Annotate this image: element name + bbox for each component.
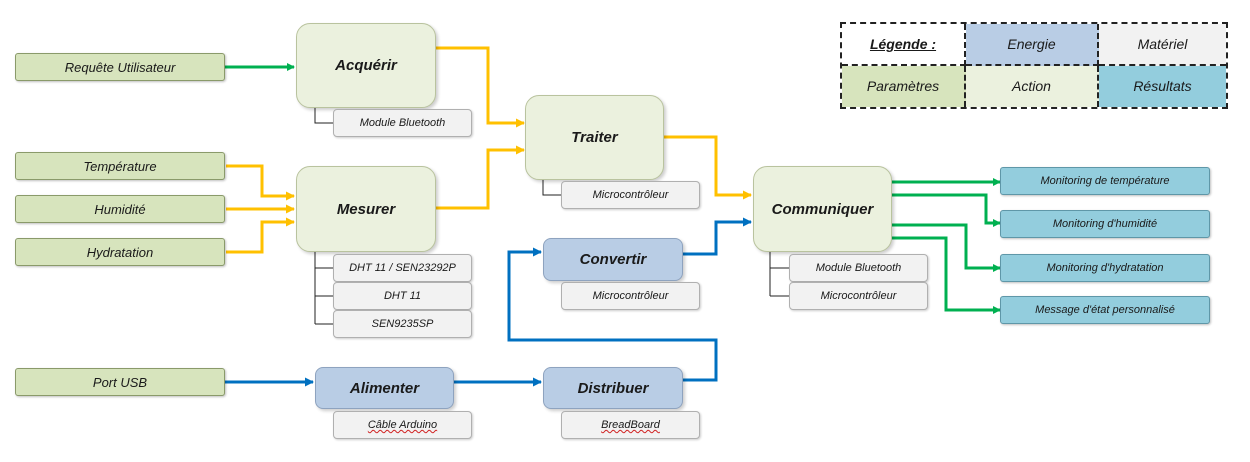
material-tree-lines [314,108,789,325]
materiel-mesurer-1: DHT 11 / SEN23292P [333,254,472,282]
materiel-mesurer-2: DHT 11 [333,282,472,310]
materiel-mesurer-3: SEN9235SP [333,310,472,338]
input-hydratation: Hydratation [15,238,225,266]
action-communiquer: Communiquer [753,166,892,252]
legend-action: Action [966,65,1099,107]
energie-convertir: Convertir [543,238,683,281]
legend-title: Légende : [842,24,966,66]
materiel-communiquer-2: Microcontrôleur [789,282,928,310]
action-mesurer: Mesurer [296,166,436,252]
legend-materiel: Matériel [1099,24,1226,66]
materiel-convertir: Microcontrôleur [561,282,700,310]
legend-energie: Energie [966,24,1099,66]
input-port-usb: Port USB [15,368,225,396]
materiel-communiquer-1: Module Bluetooth [789,254,928,282]
materiel-traiter: Microcontrôleur [561,181,700,209]
legend-parametres: Paramètres [842,65,966,107]
materiel-distribuer-label: BreadBoard [601,419,660,431]
output-monitoring-temperature: Monitoring de température [1000,167,1210,195]
output-monitoring-hydratation: Monitoring d'hydratation [1000,254,1210,282]
input-temperature: Température [15,152,225,180]
materiel-distribuer: BreadBoard [561,411,700,439]
materiel-alimenter-label: Câble Arduino [367,419,438,431]
action-acquerir: Acquérir [296,23,436,108]
materiel-acquerir: Module Bluetooth [333,109,472,137]
green-flow-lines [225,63,1001,314]
blue-flow-lines [225,217,752,387]
legend-resultats: Résultats [1099,65,1226,107]
output-monitoring-humidite: Monitoring d'humidité [1000,210,1210,238]
output-message-etat: Message d'état personnalisé [1000,296,1210,324]
input-humidite: Humidité [15,195,225,223]
input-requete-utilisateur: Requête Utilisateur [15,53,225,81]
yellow-flow-lines [226,46,752,254]
energie-alimenter: Alimenter [315,367,454,409]
energie-distribuer: Distribuer [543,367,683,409]
materiel-alimenter: Câble Arduino [333,411,472,439]
action-traiter: Traiter [525,95,664,180]
legend: Légende : Energie Matériel Paramètres Ac… [840,22,1228,109]
